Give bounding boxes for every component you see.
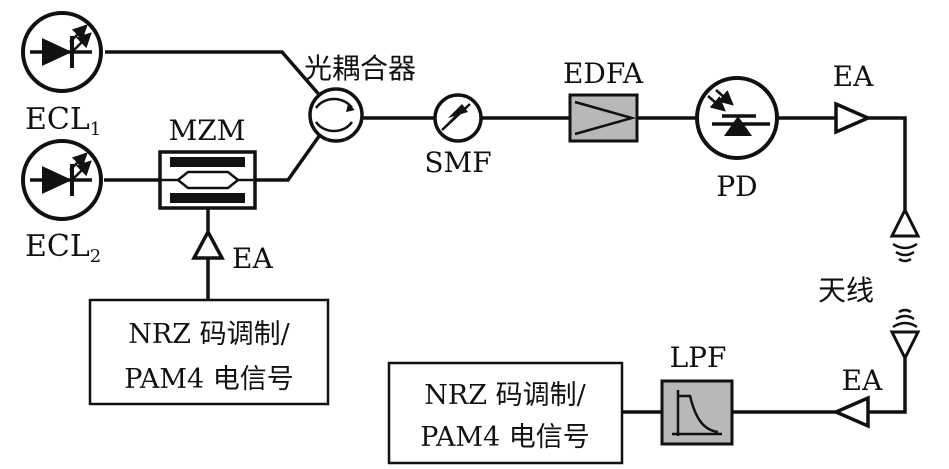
- signal-source-line1: NRZ 码调制/: [128, 319, 290, 350]
- ea-mod-amplifier: [191, 228, 225, 260]
- ea-top-label: EA: [833, 60, 874, 93]
- ecl1-laser: [21, 11, 103, 93]
- coupler-label: 光耦合器: [304, 52, 416, 85]
- amplifier-icon: [574, 100, 637, 136]
- laser-diode-icon: [30, 24, 92, 68]
- ea-bottom-amplifier: [831, 395, 870, 429]
- signal-source-box: NRZ 码调制/ PAM4 电信号: [88, 298, 330, 406]
- ecl2-label-base: ECL: [25, 229, 90, 264]
- edfa-amplifier: [568, 93, 639, 143]
- coupler: [308, 87, 364, 143]
- coupler-icon: [314, 97, 355, 133]
- ecl2-label: ECL2: [25, 229, 101, 267]
- receive-antenna: [889, 308, 921, 362]
- smf-label: SMF: [424, 146, 491, 179]
- ecl1-label-base: ECL: [25, 102, 90, 137]
- laser-diode-icon: [30, 152, 92, 196]
- pd-label: PD: [716, 170, 757, 203]
- antenna-icon: [889, 308, 921, 362]
- pd-photodiode: [695, 76, 779, 160]
- ecl1-label-sub: 1: [90, 119, 101, 140]
- antenna-icon: [889, 206, 921, 263]
- ea-top-amplifier: [834, 101, 873, 135]
- signal-output-box: NRZ 码调制/ PAM4 电信号: [387, 361, 624, 465]
- lowpass-filter-icon: [672, 390, 722, 436]
- fiber-spool-icon: [441, 103, 471, 131]
- ea-bottom-label: EA: [842, 364, 883, 397]
- transmit-antenna: [889, 206, 921, 263]
- lpf-label: LPF: [670, 341, 727, 374]
- ecl2-laser: [21, 139, 103, 221]
- lpf-filter: [660, 379, 734, 446]
- photodiode-icon: [707, 89, 770, 136]
- ecl1-label: ECL1: [25, 102, 101, 140]
- mzm-label: MZM: [169, 114, 246, 147]
- ecl2-label-sub: 2: [90, 246, 101, 267]
- smf-fiber: [433, 93, 483, 143]
- edfa-label: EDFA: [563, 57, 644, 90]
- mzm-modulator: [158, 150, 257, 210]
- antenna-label: 天线: [818, 274, 874, 307]
- connection-wires: [104, 50, 907, 414]
- signal-output-line1: NRZ 码调制/: [424, 380, 586, 411]
- signal-output-line2: PAM4 电信号: [420, 422, 590, 453]
- ea-mod-label: EA: [232, 242, 273, 275]
- signal-source-line2: PAM4 电信号: [124, 364, 294, 395]
